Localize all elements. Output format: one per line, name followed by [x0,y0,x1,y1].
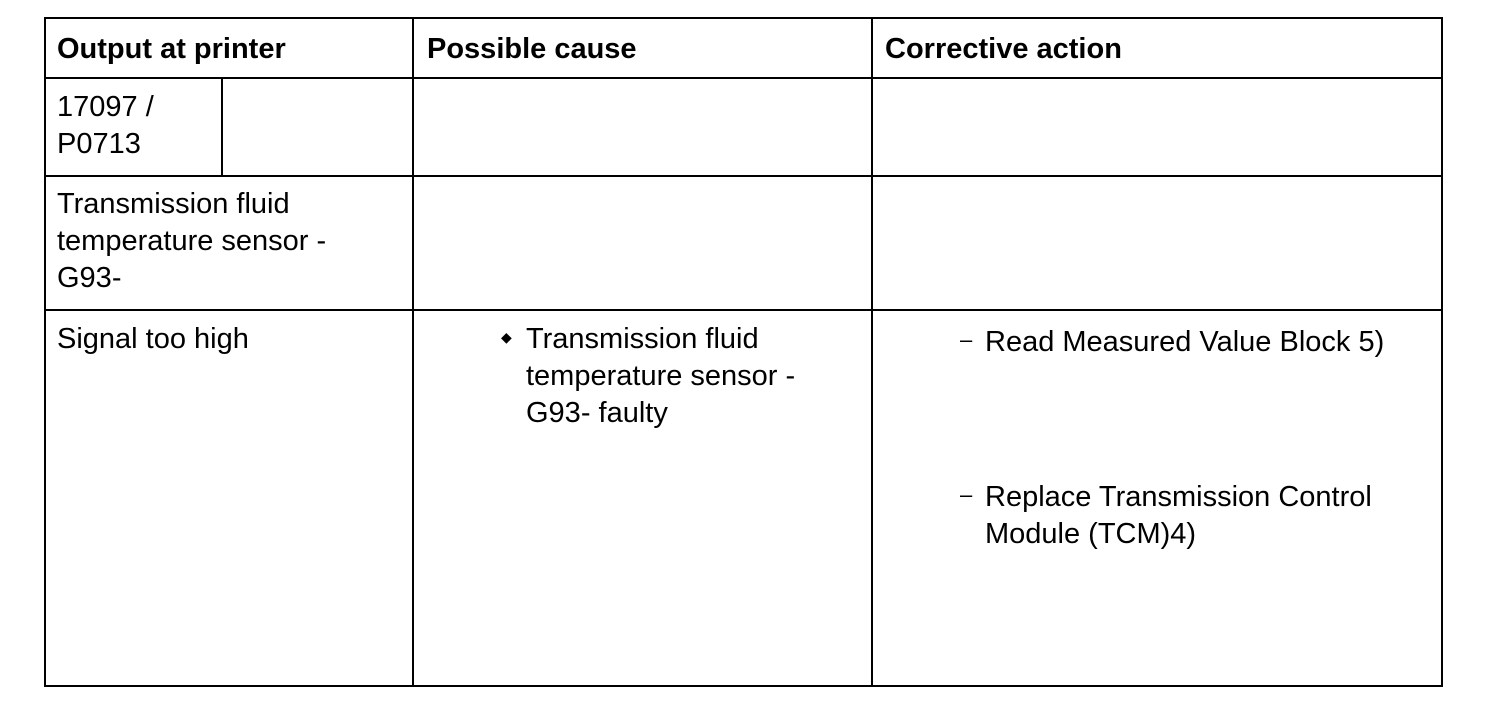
action-dash-icon: – [960,482,973,507]
component-row-divider [46,309,1441,311]
fault-output: Signal too high [57,323,249,355]
column-divider-1 [412,19,414,685]
column-divider-2 [871,19,873,685]
action-replace-tcm: Replace Transmission Control Module (TCM… [985,481,1372,550]
header-possible-cause: Possible cause [427,33,637,65]
fault-code: 17097 / P0713 [57,91,154,160]
possible-cause-text: Transmission fluid temperature sensor - … [526,323,796,429]
action-read-measured-value: Read Measured Value Block 5) [985,326,1385,358]
header-output-at-printer: Output at printer [57,33,286,65]
header-row-divider [46,77,1441,79]
component-name: Transmission fluid temperature sensor - … [57,188,327,294]
cause-bullet-icon: ◆ [501,329,512,345]
code-row-divider [46,175,1441,177]
diagnostic-table: Output at printer Possible cause Correct… [44,17,1443,687]
code-subcolumn-divider [221,78,223,175]
action-dash-icon: – [960,327,973,352]
header-corrective-action: Corrective action [885,33,1122,65]
